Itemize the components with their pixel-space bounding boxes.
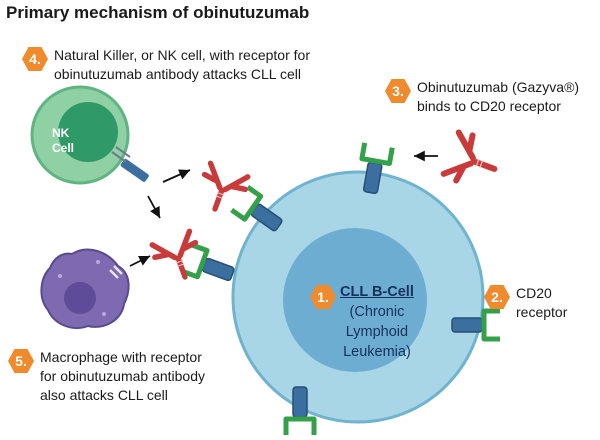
cll-line-2: Lymphoid: [345, 324, 409, 340]
step-4-line-1: Natural Killer, or NK cell, with recepto…: [54, 47, 310, 63]
arrow-nk-to-antibody: [162, 169, 191, 183]
step-5-line-1: Macrophage with receptor: [40, 349, 202, 365]
step-4-nk-cell: 4. Natural Killer, or NK cell, with rece…: [22, 46, 310, 84]
macrophage-nucleus: [64, 282, 96, 314]
step-2-line-2: receptor: [516, 304, 568, 320]
step-3-badge: 3.: [385, 79, 411, 103]
step-3-obinutuzumab: 3. Obinutuzumab (Gazyva®) binds to CD20 …: [385, 78, 579, 116]
macrophage-receptor: [109, 265, 123, 279]
cll-line-3: Leukemia): [343, 344, 411, 360]
arrow-nk-down: [147, 195, 161, 219]
nk-receptor: [111, 146, 149, 182]
antibody-nk-bound: [195, 163, 250, 217]
nk-cell-label: NK Cell: [52, 126, 74, 156]
arrow-macrophage-to-antibody: [129, 255, 151, 267]
step-5-badge: 5.: [8, 349, 34, 373]
step-2-cd20: 2. CD20 receptor: [484, 284, 567, 322]
nk-label-line-1: NK: [52, 126, 70, 140]
step-2-badge: 2.: [484, 285, 510, 309]
nk-label-line-2: Cell: [52, 141, 75, 155]
nk-cell-nucleus: [58, 102, 118, 162]
cd20-receptor-left-lower: [182, 245, 237, 288]
step-3-line-1: Obinutuzumab (Gazyva®): [417, 79, 580, 95]
step-5-line-2: for obinutuzumab antibody: [40, 368, 205, 384]
cll-title: CLL B-Cell: [340, 284, 414, 300]
cll-cell-nucleus: [283, 228, 427, 372]
step-5-line-3: also attacks CLL cell: [40, 387, 168, 403]
step-2-line-1: CD20: [516, 285, 552, 301]
step-1-badge: 1.: [310, 285, 336, 309]
step-5-macrophage: 5. Macrophage with receptor for obinutuz…: [8, 348, 205, 405]
cll-line-1: (Chronic: [349, 304, 405, 320]
step-4-line-2: obinutuzumab antibody attacks CLL cell: [54, 66, 301, 82]
diagram-title: Primary mechanism of obinutuzumab: [6, 3, 310, 22]
step-3-line-2: binds to CD20 receptor: [417, 98, 561, 114]
antibody-free: [443, 131, 503, 192]
step-4-badge: 4.: [22, 47, 48, 71]
step-1-cll-cell: 1. CLL B-Cell (Chronic Lymphoid Leukemia…: [310, 282, 414, 362]
